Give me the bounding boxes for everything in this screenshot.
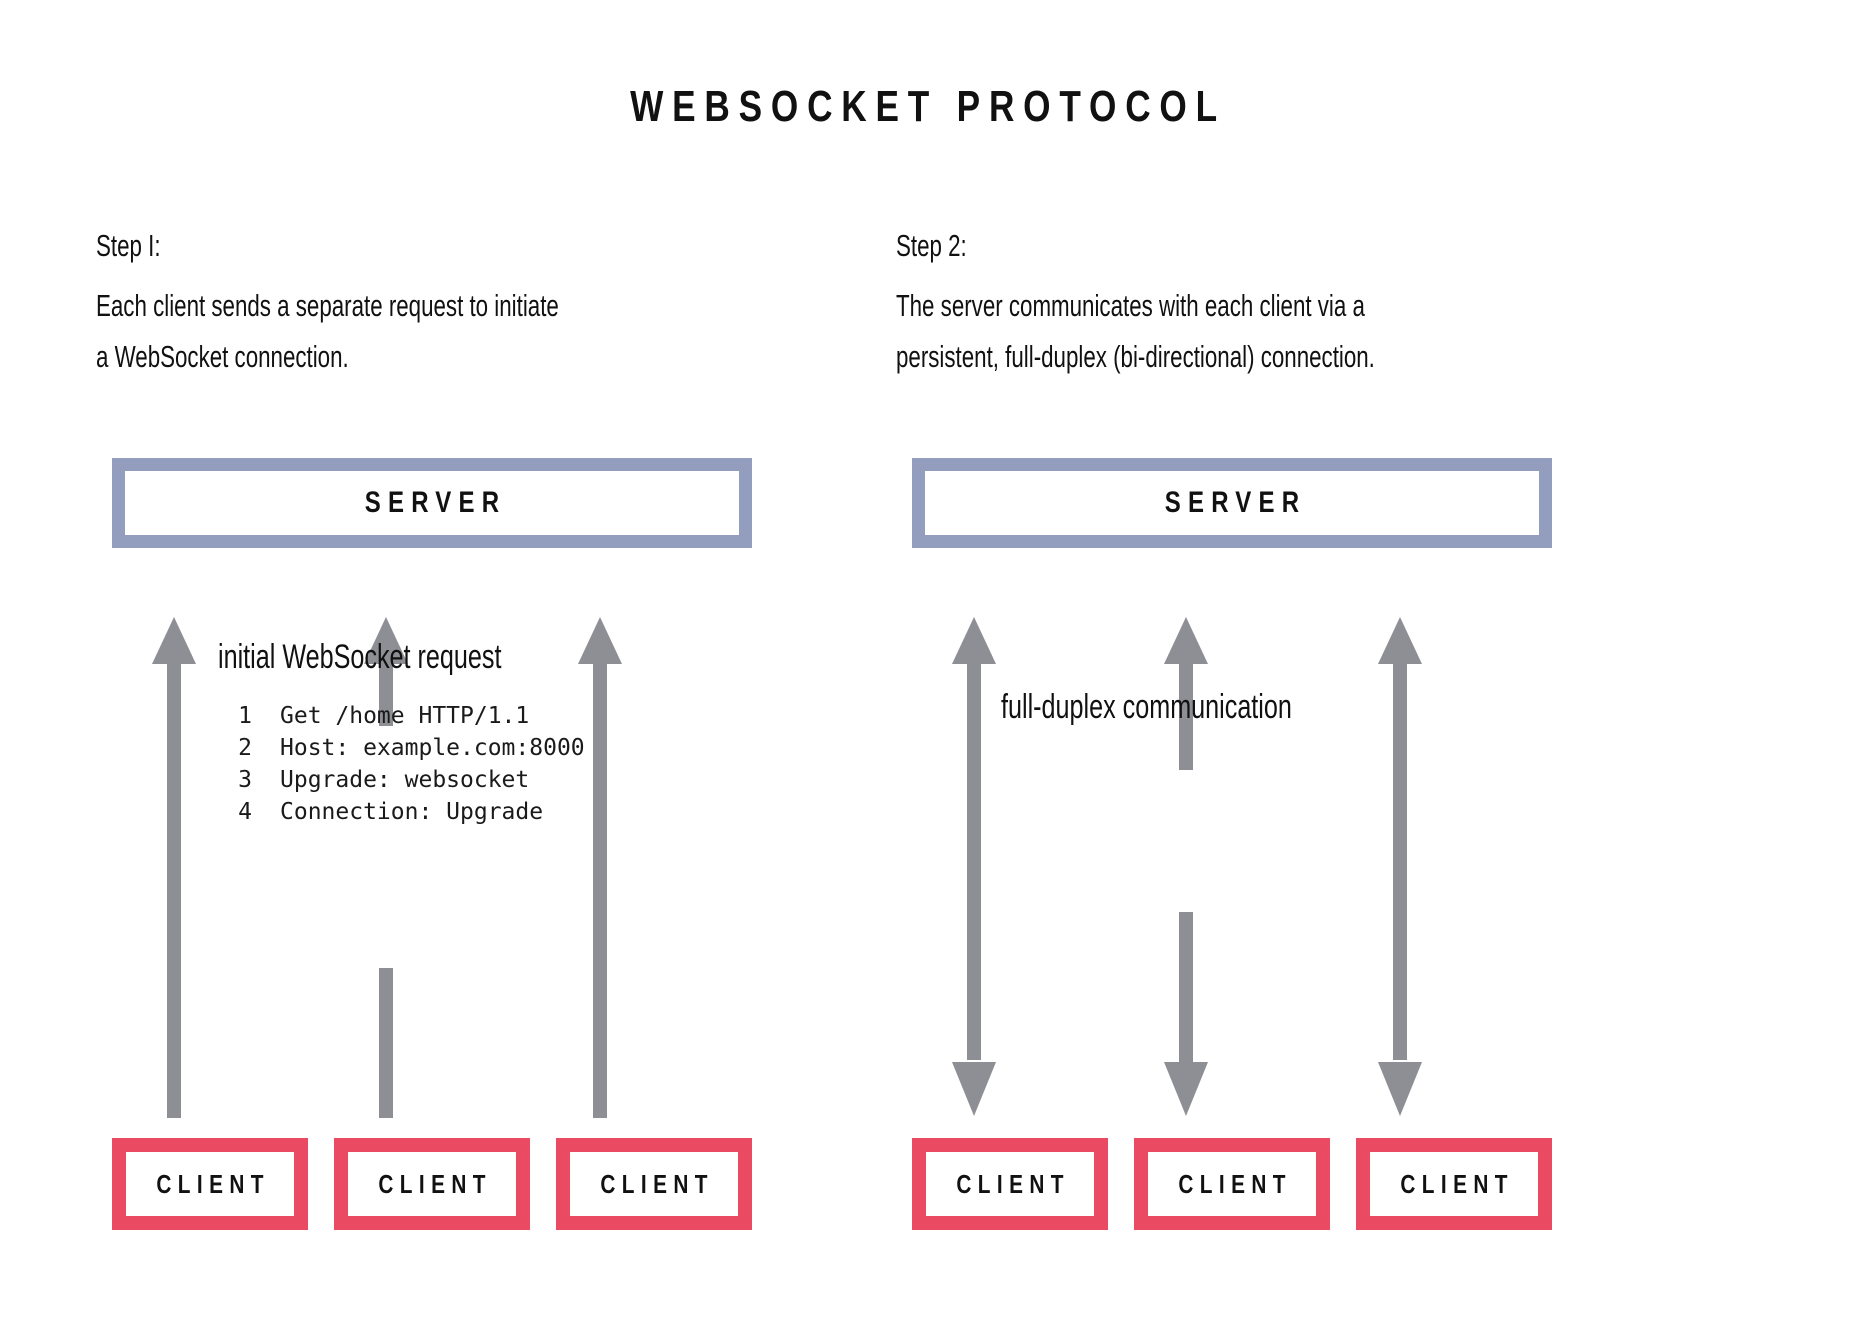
step-2-client-label-3: CLIENT (1400, 1168, 1514, 1199)
code-line: 2 Host: example.com:8000 (218, 732, 585, 764)
code-line-text: Connection: Upgrade (280, 799, 544, 825)
step-2-arrow-updown-right (1378, 617, 1422, 1116)
step-2-client-label-1: CLIENT (956, 1168, 1070, 1199)
step-1-client-box-1: CLIENT (112, 1138, 308, 1230)
step-1-arrow-up-right (578, 617, 622, 1118)
code-line: 4 Connection: Upgrade (218, 796, 585, 828)
step-1-client-row: CLIENT CLIENT CLIENT (112, 1138, 752, 1230)
step-2-arrow-layer (896, 0, 1696, 1324)
page-title: WEBSOCKET PROTOCOL (630, 82, 1226, 131)
step-1-arrow-up-left (152, 617, 196, 1118)
step-1-client-label-2: CLIENT (378, 1168, 492, 1199)
step-1-client-label-3: CLIENT (600, 1168, 714, 1199)
code-line-text: Get /home HTTP/1.1 (280, 703, 530, 729)
step-1-label: Step I: (96, 228, 161, 263)
step-2-description: The server communicates with each client… (896, 280, 1375, 382)
step-2-server-box: SERVER (912, 458, 1552, 548)
step-1-arrow-up-middle-lower (379, 968, 393, 1118)
code-line-text: Host: example.com:8000 (280, 735, 585, 761)
step-1-server-label: SERVER (364, 486, 507, 519)
code-line-number: 2 (238, 735, 252, 761)
step-2-client-box-2: CLIENT (1134, 1138, 1330, 1230)
step-2-client-box-1: CLIENT (912, 1138, 1108, 1230)
code-line-number: 1 (238, 703, 252, 729)
step-2-client-row: CLIENT CLIENT CLIENT (912, 1138, 1552, 1230)
code-line-text: Upgrade: websocket (280, 767, 530, 793)
step-1-panel: Step I: Each client sends a separate req… (96, 0, 896, 1324)
step-2-arrow-down-middle (1164, 912, 1208, 1116)
step-2-description-line-2: persistent, full-duplex (bi-directional)… (896, 339, 1375, 374)
step-2-annotation: full-duplex communication (1001, 688, 1292, 726)
step-2-description-line-1: The server communicates with each client… (896, 288, 1365, 323)
step-2-server-label: SERVER (1164, 486, 1307, 519)
step-2-label: Step 2: (896, 228, 967, 263)
code-line: 3 Upgrade: websocket (218, 764, 585, 796)
step-1-server-box: SERVER (112, 458, 752, 548)
step-1-client-label-1: CLIENT (156, 1168, 270, 1199)
step-1-client-box-3: CLIENT (556, 1138, 752, 1230)
step-2-client-box-3: CLIENT (1356, 1138, 1552, 1230)
step-2-arrow-updown-left (952, 617, 996, 1116)
step-2-panel: Step 2: The server communicates with eac… (896, 0, 1696, 1324)
code-line-number: 4 (238, 799, 252, 825)
step-1-annotation: initial WebSocket request (218, 638, 502, 676)
step-2-client-label-2: CLIENT (1178, 1168, 1292, 1199)
step-1-description: Each client sends a separate request to … (96, 280, 559, 382)
code-line: 1 Get /home HTTP/1.1 (218, 700, 585, 732)
step-1-description-line-1: Each client sends a separate request to … (96, 288, 559, 323)
step-1-request-code: 1 Get /home HTTP/1.1 2 Host: example.com… (218, 700, 585, 828)
step-1-client-box-2: CLIENT (334, 1138, 530, 1230)
code-line-number: 3 (238, 767, 252, 793)
step-1-description-line-2: a WebSocket connection. (96, 339, 349, 374)
